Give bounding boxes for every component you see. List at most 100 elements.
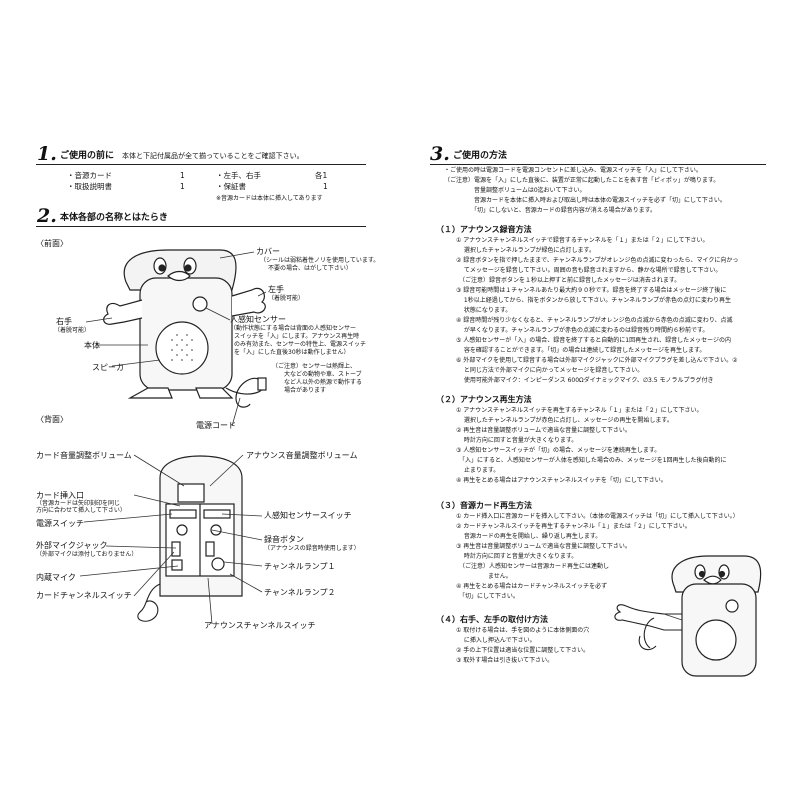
step-line: ③ 取外す場合は引き抜いて下さい。 <box>456 657 554 664</box>
step-line: 止まります。 <box>456 467 500 474</box>
accessory-qty: 1 <box>180 171 185 180</box>
step-line: てメッセージを録音して下さい。周囲の音も録音されますから、静かな場所で録音して下… <box>456 267 722 274</box>
section-1-note: 本体と下記付属品が全て揃っていることをご確認下さい。 <box>122 152 304 160</box>
step-line: ① アナウンスチャンネルスイッチを再生するチャンネル「１」または「２」にして下さ… <box>456 407 703 414</box>
accessory-item: ・保証書 <box>216 182 246 191</box>
step-line: ません。 <box>456 573 512 580</box>
label-sensor: 人感知センサー <box>230 315 286 324</box>
usage-intro-line: 「切」にしないと、音源カードの録音内容が消える場合があります。 <box>444 207 656 214</box>
step-line: 使用可能外部マイク：インピーダンス 600Ωダイナミックマイク、∅3.5 モノラ… <box>456 377 714 384</box>
section-1-title: ご使用の前に <box>60 151 115 161</box>
label-power-switch: 電源スイッチ <box>36 519 84 528</box>
section-3-title: ご使用の方法 <box>453 151 508 161</box>
label-card-slot: カード挿入口 <box>36 491 84 500</box>
section-1-rule <box>36 164 366 165</box>
section-2-title: 本体各部の名称とはたらき <box>60 213 168 223</box>
step-line: ③ 人感知センサースイッチが「切」の場合、メッセージを連続再生します。 <box>456 447 661 454</box>
label-right-hand-note: （着脱可能） <box>54 327 91 334</box>
accessory-qty: 各1 <box>315 171 328 180</box>
step-line: 選択したチャンネルランプが赤色に点灯し、メッセージの再生を開始します。 <box>456 417 673 424</box>
usage-intro-line: （ご注意）電源を「入」にした直後に、装置が正常に起動したことを表す音「ピィポッ」… <box>444 177 720 184</box>
usage-intro-line: 音量調整ボリュームは0迄おいて下さい。 <box>444 187 586 194</box>
step-line: 容を確認することができます。「切」の場合は連続して録音したメッセージを再生します… <box>456 347 706 354</box>
label-body: 本体 <box>84 341 100 350</box>
label-announce-volume: アナウンス音量調整ボリューム <box>246 451 358 460</box>
label-card-slot-note: 方向に合わせて挿入して下さい） <box>36 507 126 514</box>
step-line: （ご注意）人感知センサーは音源カード再生には連動し <box>456 563 610 570</box>
label-rec-button: 録音ボタン <box>264 535 304 544</box>
subsection-title: （３）音源カード再生方法 <box>436 501 532 510</box>
back-power-cord <box>137 583 161 622</box>
label-builtin-mic: 内蔵マイク <box>36 573 76 582</box>
accessory-item: ・左手、右手 <box>216 171 261 180</box>
label-channel-lamp-2: チャンネルランプ２ <box>264 588 336 597</box>
label-caution: （ご注意）センサーは熱輝上、 <box>272 363 357 370</box>
step-line: ④ 録音時間が残り少なくなると、チャンネルランプがオレンジ色の点滅から赤色の点滅… <box>456 317 733 324</box>
label-left-hand-note: （着脱可能） <box>268 295 305 302</box>
accessory-qty: 1 <box>323 182 328 191</box>
step-line: に挿入し押込んで下さい。 <box>456 637 536 644</box>
step-line: と同じ方法で外部マイクに向かってメッセージを録音して下さい。 <box>456 367 644 374</box>
power-cord <box>225 377 265 408</box>
label-cover-note: （シールは弱粘着性ノリを使用しています。 <box>260 257 380 264</box>
step-line: 1秒以上経過してから、指をボタンから放して下さい。チャンネルランプが赤色の点灯に… <box>456 297 732 304</box>
accessory-qty: 1 <box>180 182 185 191</box>
subsection-title: （１）アナウンス録音方法 <box>436 225 532 234</box>
step-line: ④ 再生をとめる場合はカードチャンネルスイッチを必ず <box>456 583 608 590</box>
label-sensor-note: を「入」にした直後30秒は動作しません） <box>234 349 350 356</box>
label-card-volume: カード音量調整ボリューム <box>36 451 132 460</box>
accessory-item: ・取扱説明書 <box>67 182 112 191</box>
step-line: ② 再生音は音量調整ボリュームで適当な音量に調整して下さい。 <box>456 427 631 434</box>
section-1-number: 1. <box>37 143 57 165</box>
step-line: ④ 再生をとめる場合はアナウンスチャンネルスイッチを「切」にして下さい。 <box>456 477 667 484</box>
label-rec-button-note: （アナウンスの録音時使用します） <box>264 545 360 552</box>
step-line: 音源カードの再生を開始し、繰り返し再生します。 <box>456 533 602 540</box>
label-cover-note: 不要の場合、はがして下さい） <box>268 265 352 272</box>
step-line: ① カード挿入口に音源カードを挿入して下さい。（本体の電源スイッチは「切」にして… <box>456 513 739 520</box>
label-announce-channel-switch: アナウンスチャンネルスイッチ <box>204 621 316 630</box>
accessory-footnote: ※音源カードは本体に挿入してあります <box>216 195 323 202</box>
label-cover: カバー <box>256 247 280 256</box>
step-line: ⑥ 外部マイクを使用して録音する場合は外部マイクジャックに外部マイクプラグを差し… <box>456 357 738 364</box>
label-card-slot-note: （音源カードは矢印刻印を同じ <box>36 500 121 507</box>
section-3-rule <box>430 164 766 165</box>
step-line: ① アナウンスチャンネルスイッチで録音するチャンネルを「１」または「２」にして下… <box>456 237 709 244</box>
step-line: ③ 録音可能時間は１チャンネルあたり最大約９０秒です。録音を終了する場合はメッセ… <box>456 287 727 294</box>
step-line: ⑤ 人感知センサーが「入」の場合、録音を終了すると自動的に1回再生され、録音した… <box>456 337 732 344</box>
speaker-grill <box>155 321 209 375</box>
step-line: 「切」にして下さい。 <box>456 593 519 600</box>
right-hand <box>103 299 143 325</box>
label-sensor-note: スイッチを「入」にします。アナウンス再生時 <box>234 333 360 340</box>
label-sensor-note: （動作状態にする場合は背面の人感知センサー <box>230 325 357 332</box>
left-hand <box>231 287 266 317</box>
label-power-cord: 電源コード <box>196 421 236 430</box>
label-card-channel-switch: カードチャンネルスイッチ <box>36 591 132 600</box>
label-caution: など人以外の熱源で動作する <box>284 379 363 386</box>
label-mic-jack-note: （外部マイクは添付しておりません） <box>36 551 138 558</box>
step-line: ① 取付ける場合は、手を図のように本体側面の穴 <box>456 627 590 634</box>
label-sensor-switch: 人感知センサースイッチ <box>264 511 352 520</box>
label-left-hand: 左手 <box>268 285 284 294</box>
sensor-dome <box>192 296 208 312</box>
step-line: 時計方向に回すと音量が大きくなります。 <box>456 437 578 444</box>
label-sensor-note: のみ有効また、センサーの特性上、電源スイッチ <box>234 341 367 348</box>
step-line: ② 録音ボタンを指で押したままで、チャンネルランプがオレンジ色の点滅に変わったら… <box>456 257 739 264</box>
section-2-number: 2. <box>37 205 57 227</box>
subsection-title: （４）右手、左手の取付け方法 <box>436 615 548 624</box>
label-channel-lamp-1: チャンネルランプ１ <box>264 562 336 571</box>
label-caution: 場合があります <box>284 387 327 394</box>
accessory-item: ・音源カード <box>67 171 112 180</box>
usage-intro-line: ・ご使用の時は電源コードを電源コンセントに差し込み、電源スイッチを「入」にして下… <box>444 167 702 174</box>
back-view-label: 〈背面〉 <box>36 415 68 424</box>
step-line: 選択したチャンネルランプが緑色に点灯します。 <box>456 247 595 254</box>
front-view-label: 〈前面〉 <box>36 239 68 248</box>
step-line: が早くなります。チャンネルランプが赤色の点滅に変わるのは録音残り時間約６秒前です… <box>456 327 709 334</box>
section-2-rule <box>36 226 366 227</box>
label-mic-jack: 外部マイクジャック <box>36 541 108 550</box>
section-3-number: 3. <box>430 143 450 165</box>
label-speaker: スピーカ <box>92 363 124 372</box>
step-line: ② カードチャンネルスイッチを再生するチャンネル「１」または「２」にして下さい。 <box>456 523 691 530</box>
